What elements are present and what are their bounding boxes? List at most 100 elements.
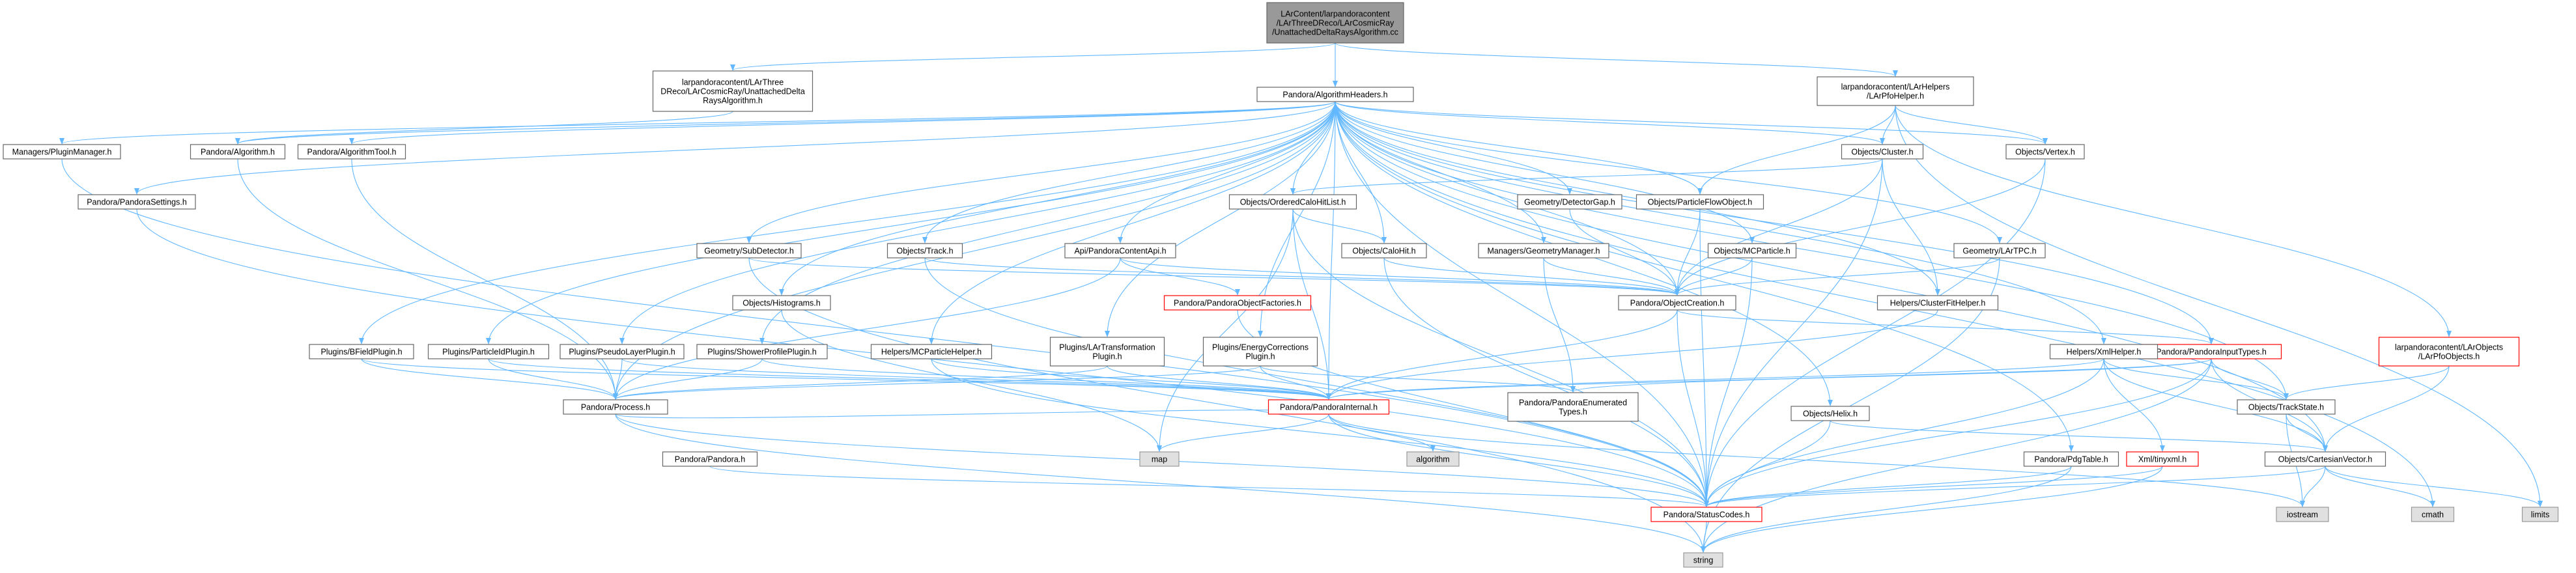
node-pandora_pandora[interactable]: Pandora/Pandora.h [662,451,758,467]
edge-obj_helix-to-obj_cartesian [1830,420,2328,452]
node-pandora_internal[interactable]: Pandora/PandoraInternal.h [1267,399,1390,415]
node-pandora_inputtypes[interactable]: Pandora/PandoraInputTypes.h [2140,344,2282,359]
edge-pandora_alg-to-pandora_process [237,158,618,400]
node-obj_calohit[interactable]: Objects/CaloHit.h [1341,243,1427,259]
node-obj_track[interactable]: Objects/Track.h [886,243,963,259]
edge-tinyxml-to-status_codes [1704,466,2163,507]
node-plugin_mgr[interactable]: Managers/PluginManager.h [3,144,121,160]
edge-alg_headers-to-obj_pfo [1335,101,1703,195]
node-box [2049,344,2158,359]
node-label: algorithm [1416,455,1449,464]
node-box [297,144,406,160]
node-label: Plugins/PseudoLayerPlugin.h [569,348,675,357]
edge-obj_ordered-to-status_codes [1292,208,1709,507]
node-helpers_mcp[interactable]: Helpers/MCParticleHelper.h [870,344,993,359]
node-label: DReco/LArCosmicRay/UnattachedDelta [660,87,805,96]
edge-pandora_algtool-to-pandora_process [351,158,618,400]
node-geo_subdet[interactable]: Geometry/SubDetector.h [696,243,802,259]
edge-tinyxml-to-string [1701,466,2163,553]
node-box [1478,243,1609,259]
edge-pandora_inputtypes-to-status_codes [1704,358,2212,507]
node-box [1953,243,2046,259]
node-obj_cluster[interactable]: Objects/Cluster.h [1841,144,1924,160]
node-geo_lartpc[interactable]: Geometry/LArTPC.h [1953,243,2046,259]
node-root[interactable]: LArContent/larpandoracontent/LArThreeDRe… [1266,2,1404,44]
node-obj_helix[interactable]: Objects/Helix.h [1790,406,1870,421]
node-obj_pfo[interactable]: Objects/ParticleFlowObject.h [1635,194,1764,210]
edge-obj_cluster-to-pandora_objcreation [1675,158,1883,296]
node-alg_headers[interactable]: Pandora/AlgorithmHeaders.h [1256,87,1414,102]
edge-obj_cluster-to-helpers_clusterfit [1882,158,1940,296]
node-label: Objects/ParticleFlowObject.h [1648,198,1753,207]
node-obj_histograms[interactable]: Objects/Histograms.h [732,295,831,311]
edge-helpers_xml-to-obj_cartesian [2103,358,2328,452]
node-uda_h[interactable]: larpandoracontent/LArThreeDReco/LArCosmi… [652,70,814,112]
node-pandora_algtool[interactable]: Pandora/AlgorithmTool.h [297,144,406,160]
node-plugin_pid[interactable]: Plugins/ParticleIdPlugin.h [427,344,550,359]
node-plugin_pseudo[interactable]: Plugins/PseudoLayerPlugin.h [559,344,685,359]
node-lar_pfo_objects[interactable]: larpandoracontent/LArObjects/LArPfoObjec… [2378,337,2520,367]
edge-alg_headers-to-pandora_objcreation [1335,101,1680,296]
node-api_content[interactable]: Api/PandoraContentApi.h [1064,243,1176,259]
node-status_codes[interactable]: Pandora/StatusCodes.h [1650,507,1762,522]
edge-plugin_energy-to-pandora_enum [1260,365,1576,393]
edges-layer [59,42,2543,553]
edge-obj_calohit-to-pandora_objcreation [1383,257,1680,296]
node-label: RaysAlgorithm.h [703,96,763,105]
node-pandora_process[interactable]: Pandora/Process.h [563,399,668,415]
node-label: Api/PandoraContentApi.h [1074,247,1166,256]
edge-helpers_xml-to-tinyxml [2103,358,2165,452]
node-label: Geometry/SubDetector.h [704,247,794,256]
edge-api_content-to-obj_factories [1120,257,1240,296]
node-obj_mcparticle[interactable]: Objects/MCParticle.h [1707,243,1797,259]
node-box [2237,399,2336,415]
edge-pandora_inputtypes-to-pandora_enum [1570,358,2212,393]
node-helpers_xml[interactable]: Helpers/XmlHelper.h [2049,344,2158,359]
node-string: string [1683,552,1723,568]
edge-plugin_pid-to-pandora_internal [488,358,1331,400]
edge-lar_pfo_helper-to-limits [1895,105,2543,507]
edge-obj_cartesian-to-limits [2325,466,2543,507]
node-tinyxml[interactable]: Xml/tinyxml.h [2126,451,2199,467]
node-pandora_objcreation[interactable]: Pandora/ObjectCreation.h [1618,295,1736,311]
node-label: larpandoracontent/LArHelpers [1841,83,1950,92]
node-helpers_clusterfit[interactable]: Helpers/ClusterFitHelper.h [1876,295,1999,311]
node-obj_factories[interactable]: Pandora/PandoraObjectFactories.h [1163,295,1312,311]
node-geo_gap[interactable]: Geometry/DetectorGap.h [1517,194,1622,210]
edge-obj_vertex-to-status_codes [1704,158,2046,507]
node-obj_cartesian[interactable]: Objects/CartesianVector.h [2264,451,2386,467]
node-box [1507,392,1639,422]
node-plugin_bfield[interactable]: Plugins/BFieldPlugin.h [309,344,414,359]
edge-alg_headers-to-mgr_geometry [1335,101,1546,244]
node-box [78,194,196,210]
node-pandora_alg[interactable]: Pandora/Algorithm.h [190,144,286,160]
node-plugin_shower[interactable]: Plugins/ShowerProfilePlugin.h [696,344,828,359]
node-label: Managers/PluginManager.h [12,148,112,157]
node-obj_ordered[interactable]: Objects/OrderedCaloHitList.h [1228,194,1357,210]
node-label: iostream [2287,510,2318,520]
node-label: Pandora/PandoraInputTypes.h [2156,348,2267,357]
node-obj_vertex[interactable]: Objects/Vertex.h [2005,144,2085,160]
edge-alg_headers-to-geo_lartpc [1335,101,2002,244]
edge-plugin_shower-to-pandora_internal [761,358,1331,400]
node-lar_pfo_helper[interactable]: larpandoracontent/LArHelpers/LArPfoHelpe… [1817,76,1974,106]
node-box [1202,337,1318,367]
edge-alg_headers-to-plugin_pid [486,101,1336,344]
node-pandora_pdg[interactable]: Pandora/PdgTable.h [2023,451,2119,467]
node-label: /LArThreeDReco/LArCosmicRay [1277,19,1394,28]
node-label: Helpers/XmlHelper.h [2067,348,2142,357]
node-box [1266,2,1404,44]
node-mgr_geometry[interactable]: Managers/GeometryManager.h [1478,243,1609,259]
edge-alg_headers-to-helpers_mcp [929,101,1336,344]
node-algorithm: algorithm [1406,451,1460,467]
node-pandora_settings[interactable]: Pandora/PandoraSettings.h [78,194,196,210]
node-obj_trackstate[interactable]: Objects/TrackState.h [2237,399,2336,415]
node-label: Geometry/DetectorGap.h [1524,198,1615,207]
node-box [2005,144,2085,160]
node-box [1618,295,1736,311]
edge-obj_track-to-status_codes [924,257,1709,507]
edge-root-to-lar_pfo_helper [1335,42,1898,77]
